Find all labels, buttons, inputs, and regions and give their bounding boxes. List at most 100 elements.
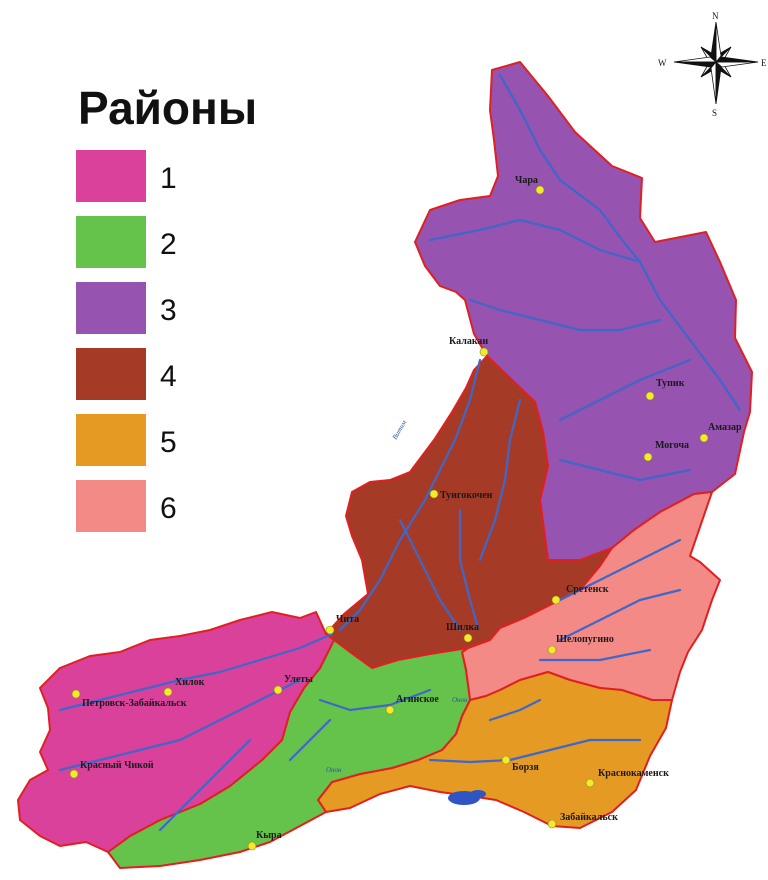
city-khilok: Хилок [163, 677, 205, 697]
river [58, 678, 302, 772]
river [558, 588, 682, 642]
compass-star-icon [673, 21, 759, 105]
lake [470, 790, 486, 798]
city-label: Краснокаменск [598, 768, 669, 779]
compass-south [715, 60, 722, 105]
city-label: Улеты [284, 674, 313, 685]
city-sretensk: Сретенск [551, 584, 609, 605]
city-label: Петровск-Забайкальск [82, 698, 187, 709]
compass-south-label: S [712, 108, 717, 118]
legend-title: Районы [78, 82, 257, 134]
city-zabaikalsk: Забайкальск [547, 812, 618, 829]
city-label: Калакан [449, 336, 488, 347]
city-mogocha: Могоча [643, 440, 689, 462]
legend-swatch [76, 414, 146, 466]
legend-label: 6 [160, 492, 177, 525]
legend-label: 5 [160, 426, 177, 459]
city-dot [501, 755, 511, 765]
city-dot [163, 687, 173, 697]
river [428, 738, 642, 764]
legend-item-4: 4 [76, 348, 177, 400]
city-dot [699, 433, 709, 443]
city-dot [463, 633, 473, 643]
river-label: Онон [452, 696, 468, 704]
city-label: Борзя [512, 762, 539, 773]
legend-label: 4 [160, 360, 177, 393]
city-amazar: Амазар [699, 422, 742, 443]
river [398, 518, 462, 632]
city-dot [547, 645, 557, 655]
city-dot [325, 625, 335, 635]
cities-layer: Чара Калакан Тупик Могоча Амазар Тунгоко… [69, 175, 742, 851]
city-label: Амазар [708, 422, 742, 433]
city-label: Шилка [446, 622, 479, 633]
compass-west-label: W [658, 58, 667, 68]
river-label: Онон [326, 766, 342, 774]
city-label: Красный Чикой [80, 760, 154, 771]
compass-north [715, 21, 722, 64]
city-dot [273, 685, 283, 695]
river-label: Витим [391, 419, 409, 441]
compass-north [710, 21, 717, 64]
compass-east [714, 56, 759, 63]
river [478, 398, 522, 562]
city-dot [71, 689, 81, 699]
legend-swatch [76, 282, 146, 334]
river [638, 260, 742, 412]
river [318, 688, 432, 712]
city-label: Тупик [656, 378, 685, 389]
city-krasnokamensk: Краснокаменск [585, 768, 669, 788]
city-petrovsk: Петровск-Забайкальск [71, 689, 187, 709]
city-label: Забайкальск [560, 812, 618, 823]
city-dot [643, 452, 653, 462]
city-shilka: Шилка [446, 622, 479, 643]
city-dot [645, 391, 655, 401]
city-label: Чита [336, 614, 359, 625]
legend-label: 3 [160, 294, 177, 327]
compass-west [673, 56, 718, 63]
legend-swatch [76, 216, 146, 268]
city-label: Чара [515, 175, 538, 186]
legend-item-5: 5 [76, 414, 177, 466]
city-label: Сретенск [566, 584, 609, 595]
legend-item-6: 6 [76, 480, 177, 532]
compass-north-label: N [712, 11, 719, 21]
river [338, 358, 482, 632]
city-aginskoe: Агинское [385, 694, 439, 715]
legend: Районы 1 2 3 4 5 6 [76, 82, 257, 532]
city-label: Могоча [655, 440, 689, 451]
city-dot [547, 819, 557, 829]
river [288, 718, 332, 762]
city-tupik: Тупик [645, 378, 685, 401]
river [558, 538, 682, 602]
city-dot [69, 769, 79, 779]
city-krasny-chikoy: Красный Чикой [69, 760, 154, 779]
river [558, 458, 692, 482]
legend-label: 1 [160, 162, 177, 195]
legend-item-1: 1 [76, 150, 177, 202]
compass-rose: N S W E [658, 11, 767, 118]
region-1 [17, 611, 335, 853]
legend-label: 2 [160, 228, 177, 261]
city-dot [585, 778, 595, 788]
city-shelopugino: Шелопугино [547, 634, 614, 655]
compass-east-label: E [761, 58, 767, 68]
river [468, 298, 662, 332]
compass-east [714, 61, 759, 68]
river [538, 648, 652, 662]
city-kalakan: Калакан [449, 336, 489, 357]
city-label: Кыра [256, 830, 282, 841]
legend-swatch [76, 150, 146, 202]
legend-item-3: 3 [76, 282, 177, 334]
river [428, 218, 642, 264]
river [498, 73, 642, 264]
river [558, 358, 692, 422]
rivers-layer [58, 73, 742, 832]
river [158, 738, 252, 832]
city-label: Тунгокочен [440, 490, 493, 501]
city-dot [479, 347, 489, 357]
river [458, 508, 480, 630]
legend-swatch [76, 348, 146, 400]
city-ulety: Улеты [273, 674, 313, 695]
